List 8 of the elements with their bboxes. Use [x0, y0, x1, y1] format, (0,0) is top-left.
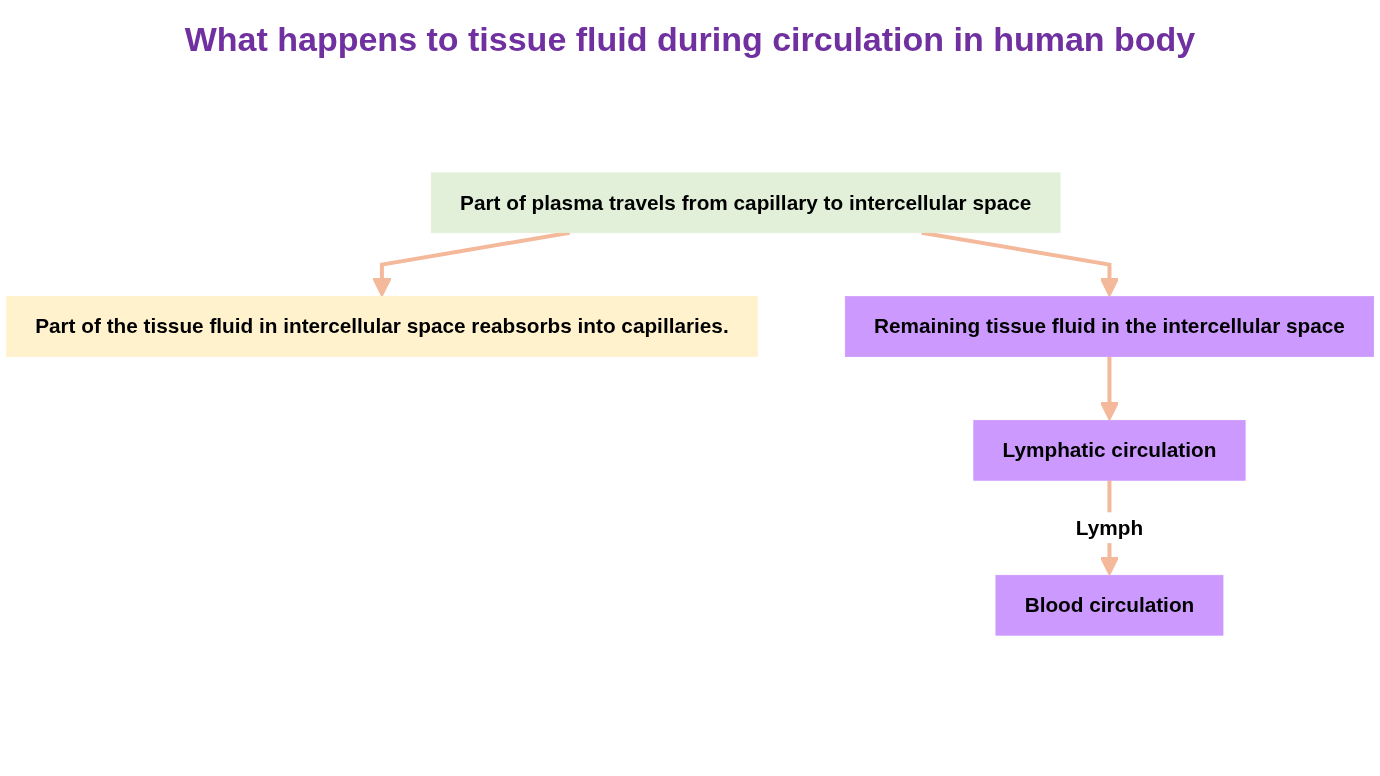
- node-box: Lymphatic circulation: [973, 419, 1246, 481]
- node-box: Part of the tissue fluid in intercellular space reabsorbs into capillaries.: [6, 296, 758, 357]
- edge-label: Lymph: [1075, 515, 1144, 540]
- node-box: Part of plasma travels from capillary to intercellular space: [430, 172, 1061, 234]
- arrow: [1099, 356, 1120, 421]
- node-box: Remaining tissue fluid in the intercellular space: [844, 296, 1374, 357]
- diagram-title: What happens to tissue fluid during circulation in human body: [183, 20, 1197, 59]
- node-box: Blood circulation: [995, 574, 1224, 636]
